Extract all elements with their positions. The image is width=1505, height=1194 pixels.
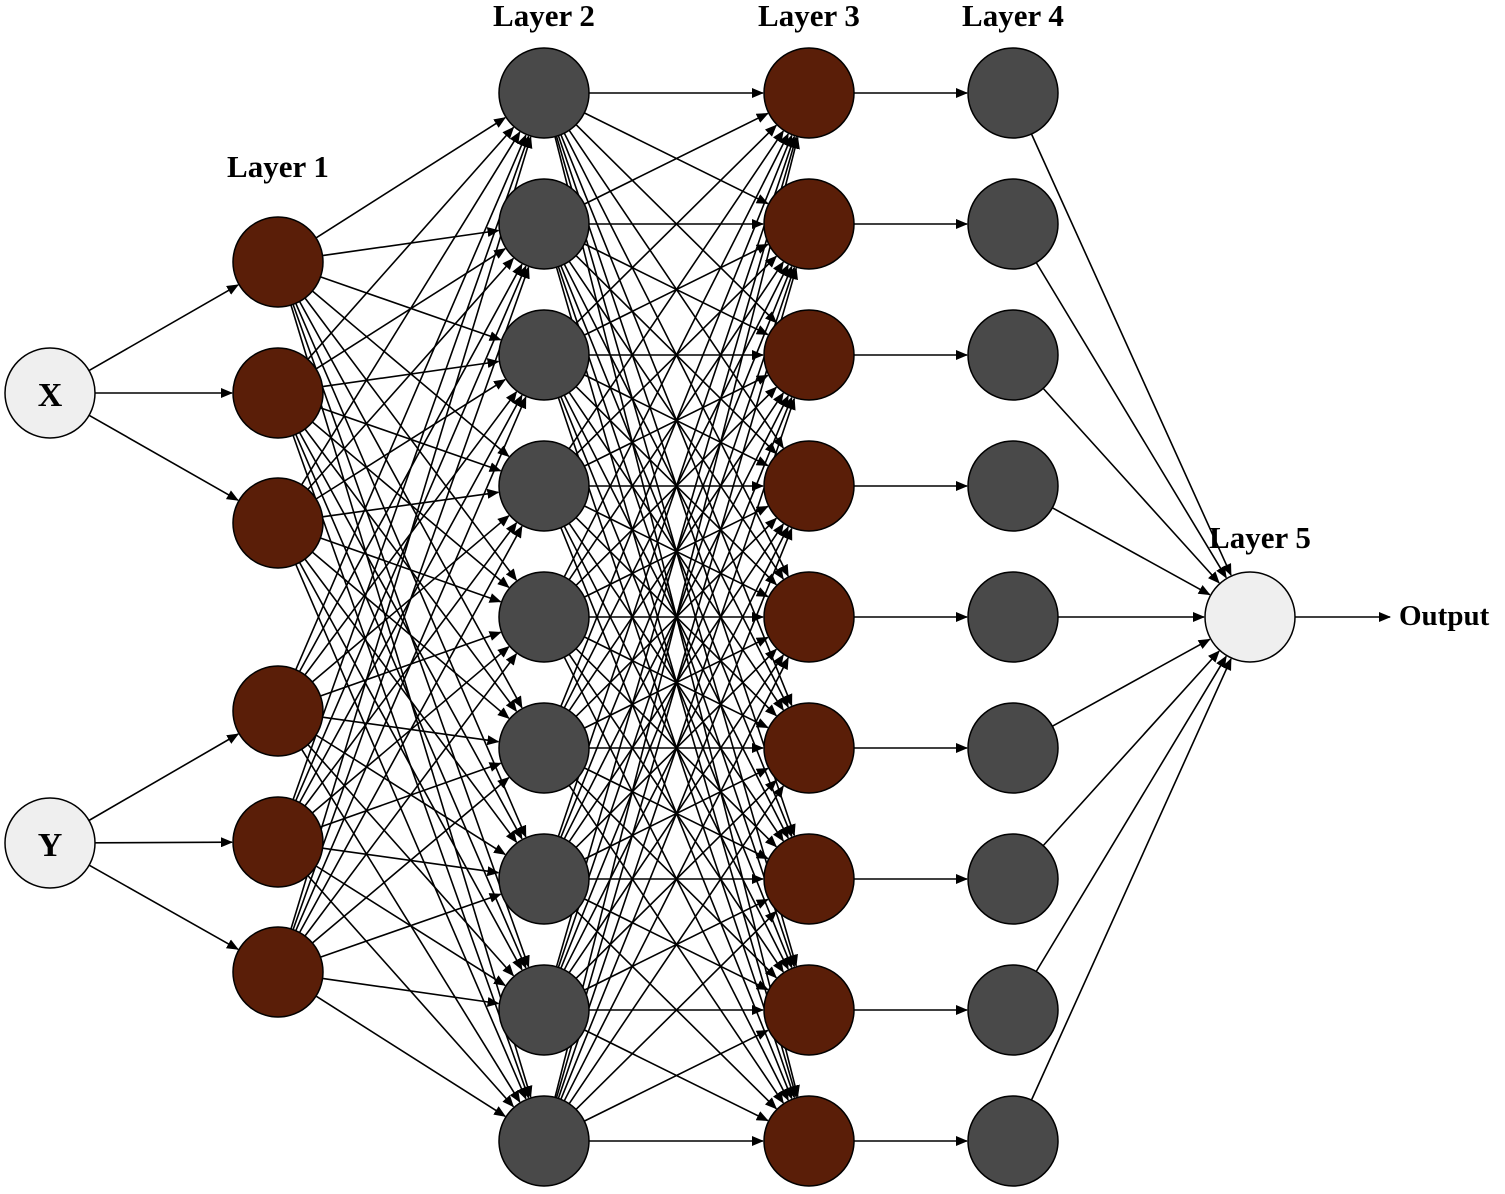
- edge-layer-2-to-layer-3: [568, 130, 784, 450]
- edge-layer-1-to-layer-2: [311, 776, 510, 944]
- layer-3-node-3: [763, 309, 855, 401]
- edge-layer-2-to-layer-3: [563, 657, 789, 1102]
- input-node-1: [4, 347, 96, 439]
- edge-layer-2-to-layer-3: [560, 527, 793, 1100]
- layer-4-node-5: [967, 571, 1059, 663]
- layer-2-node-3: [498, 309, 590, 401]
- edge-layer-2-to-layer-3: [557, 397, 796, 1099]
- layer-1-node-6: [232, 926, 324, 1018]
- edge-input-to-layer-1: [88, 733, 240, 822]
- edge-layer-1-to-layer-2: [298, 562, 523, 971]
- edge-layer-4-to-layer-5: [1042, 650, 1220, 847]
- layer-2-node-7: [498, 833, 590, 925]
- layer-4-node-3: [967, 309, 1059, 401]
- edge-layer-2-to-layer-3: [563, 133, 789, 578]
- layer-1-node-2: [232, 347, 324, 439]
- layer-3-node-4: [763, 440, 855, 532]
- edge-layer-1-to-layer-2: [320, 537, 502, 603]
- layer-2-node-2: [498, 178, 590, 270]
- edge-layer-1-to-layer-2: [295, 134, 527, 671]
- layer-3-node-5: [763, 571, 855, 663]
- connection-edges: [88, 88, 1391, 1146]
- layer-4-node-2: [967, 178, 1059, 270]
- edge-layer-1-to-layer-2: [315, 117, 507, 239]
- layer-2-node-4: [498, 440, 590, 532]
- layer-4-node-4: [967, 440, 1059, 532]
- edge-layer-1-to-layer-2: [315, 995, 507, 1117]
- edge-layer-4-to-layer-5: [1052, 638, 1211, 727]
- layer-1-node-3: [232, 477, 324, 569]
- edge-layer-1-to-layer-2: [292, 266, 530, 930]
- edge-layer-1-to-layer-2: [315, 378, 506, 500]
- edge-input-to-layer-1: [88, 864, 239, 950]
- layer-4-node-9: [967, 1095, 1059, 1187]
- edge-layer-1-to-layer-2: [311, 551, 510, 719]
- layer-3-node-1: [763, 47, 855, 139]
- layer-labels: Layer 1 Layer 2 Layer 3 Layer 4 Layer 5 …: [38, 0, 1490, 864]
- layer-3-label: Layer 3: [758, 0, 860, 33]
- edge-layer-1-to-layer-2: [298, 525, 523, 933]
- edge-layer-4-to-layer-5: [1030, 133, 1232, 577]
- edge-layer-2-to-layer-3: [555, 267, 798, 1099]
- layer-3-node-2: [763, 178, 855, 270]
- edge-layer-1-to-layer-2: [304, 558, 518, 844]
- edge-layer-4-to-layer-5: [1030, 657, 1232, 1101]
- edge-layer-2-to-layer-3: [575, 124, 778, 324]
- edge-layer-4-to-layer-5: [1042, 387, 1220, 584]
- edge-layer-2-to-layer-3: [554, 136, 800, 1098]
- edge-layer-4-to-layer-5: [1035, 262, 1227, 579]
- edge-layer-1-to-layer-2: [304, 652, 518, 937]
- edge-layer-1-to-layer-2: [295, 396, 527, 932]
- edge-input-to-layer-1: [88, 414, 239, 501]
- edge-layer-2-to-layer-3: [575, 910, 778, 1110]
- layer-4-node-1: [967, 47, 1059, 139]
- layer-1-node-1: [232, 216, 324, 308]
- layer-2-node-1: [498, 47, 590, 139]
- edge-layer-1-to-layer-2: [322, 977, 500, 1007]
- output-label: Output: [1399, 600, 1490, 632]
- edge-layer-1-to-layer-2: [307, 257, 515, 490]
- edge-layer-2-to-layer-3: [583, 112, 769, 205]
- edge-layer-1-to-layer-2: [295, 563, 527, 1100]
- layer-2-node-6: [498, 702, 590, 794]
- edge-layer-2-to-layer-3: [583, 1029, 769, 1122]
- layer-1-label: Layer 1: [227, 149, 329, 184]
- layer-2-label: Layer 2: [493, 0, 595, 33]
- layer-4-node-6: [967, 702, 1059, 794]
- edge-layer-1-to-layer-2: [307, 126, 515, 360]
- edge-layer-2-to-layer-3: [555, 136, 798, 968]
- layer-3-node-9: [763, 1095, 855, 1187]
- edge-layer-2-to-layer-3: [560, 134, 793, 707]
- layer-3-node-7: [763, 833, 855, 925]
- edge-input-to-layer-1: [88, 284, 239, 372]
- network-nodes: [4, 47, 1296, 1187]
- edge-layer-1-to-layer-2: [292, 135, 530, 800]
- layer-5-node-1: [1204, 571, 1296, 663]
- layer-1-node-4: [232, 665, 324, 757]
- edge-layer-2-to-layer-3: [568, 785, 784, 1105]
- edge-layer-2-to-layer-3: [557, 135, 796, 837]
- edge-layer-1-to-layer-2: [290, 136, 533, 930]
- input-label-1: X: [38, 377, 63, 414]
- edge-layer-4-to-layer-5: [1052, 507, 1211, 596]
- edge-layer-1-to-layer-2: [320, 893, 502, 958]
- layer-3-node-6: [763, 702, 855, 794]
- layer-4-node-7: [967, 833, 1059, 925]
- edge-input-to-layer-1: [94, 837, 233, 848]
- edge-layer-4-to-layer-5: [1035, 655, 1227, 972]
- layer-4-label: Layer 4: [962, 0, 1064, 33]
- layer-2-node-8: [498, 964, 590, 1056]
- edge-layer-1-to-layer-2: [301, 131, 521, 486]
- layer-2-node-9: [498, 1095, 590, 1187]
- edge-layer-1-to-layer-2: [322, 488, 500, 518]
- layer-4-node-8: [967, 964, 1059, 1056]
- layer-2-node-5: [498, 571, 590, 663]
- layer-5-label: Layer 5: [1209, 520, 1311, 555]
- input-label-2: Y: [38, 827, 63, 864]
- layer-3-node-8: [763, 964, 855, 1056]
- layer-1-node-5: [232, 796, 324, 888]
- input-node-2: [4, 797, 96, 889]
